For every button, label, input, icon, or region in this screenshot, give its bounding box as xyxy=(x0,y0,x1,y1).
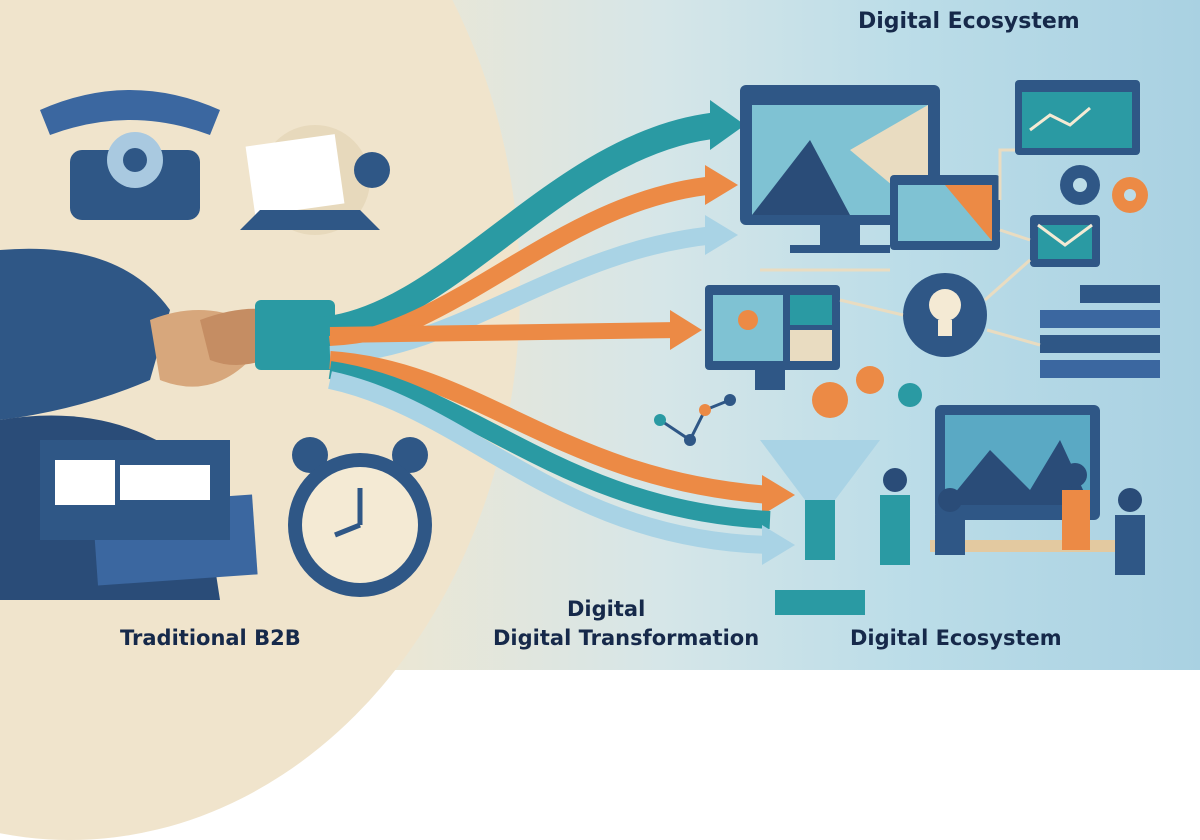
analytics-screen-icon xyxy=(1015,80,1140,155)
funnel-icon xyxy=(760,440,880,615)
small-monitor-icon xyxy=(890,175,1000,250)
graph-nodes-icon xyxy=(654,394,736,446)
digital-ecosystem-label: Digital Ecosystem xyxy=(850,626,1062,650)
traditional-b2b-label: Traditional B2B xyxy=(120,626,301,650)
rotary-phone-icon xyxy=(40,90,220,220)
business-cards-icon xyxy=(40,440,258,586)
server-rack-icon xyxy=(1040,285,1160,378)
transformation-label-line1: Digital xyxy=(567,597,646,621)
rolodex-icon xyxy=(240,125,390,235)
flow-arrows-icon xyxy=(318,100,795,565)
email-window-icon xyxy=(1030,215,1100,267)
top-title-label: Digital Ecosystem xyxy=(858,9,1080,34)
network-connectors-icon xyxy=(760,148,1041,347)
gears-icon xyxy=(812,165,1148,418)
image-monitor-icon xyxy=(705,285,840,390)
transformation-label-line2: Digital Transformation xyxy=(493,626,760,650)
illustration xyxy=(0,80,1160,615)
lightbulb-icon xyxy=(903,273,987,357)
alarm-clock-icon xyxy=(288,437,432,597)
team-meeting-icon xyxy=(880,405,1145,575)
